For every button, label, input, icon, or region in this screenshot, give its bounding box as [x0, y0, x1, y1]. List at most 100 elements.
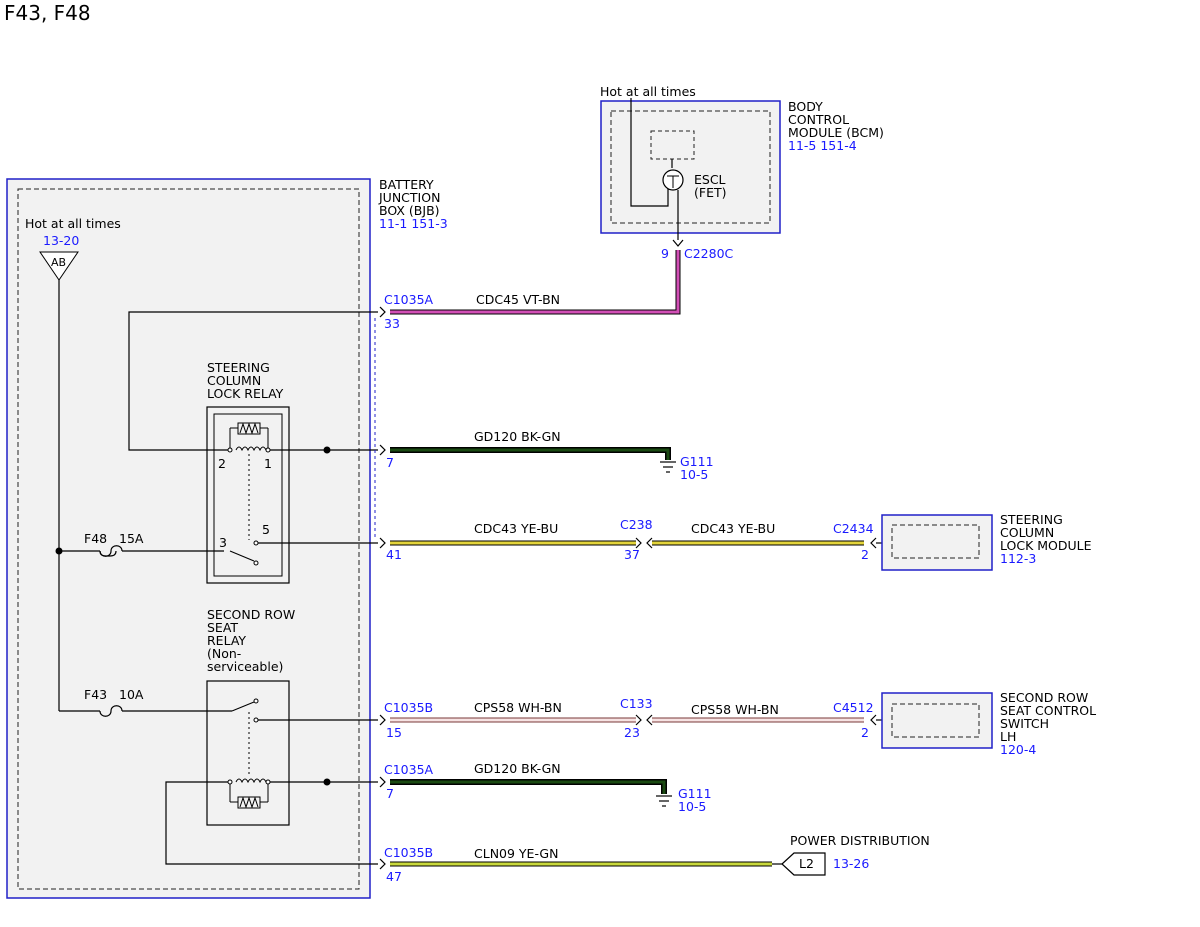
- cln09-connector: C1035B: [384, 845, 433, 860]
- relay-pin-node: [265, 447, 271, 453]
- connector-arrow-icon: [379, 306, 386, 318]
- svg-text:SEAT CONTROL: SEAT CONTROL: [1000, 703, 1096, 718]
- bjb-label: BATTERY JUNCTION BOX (BJB) 11-1 151-3: [378, 177, 448, 231]
- connector-c2280c: C2280C: [684, 246, 734, 261]
- power-distribution-label: POWER DISTRIBUTION: [790, 833, 930, 848]
- body-control-module[interactable]: [600, 100, 781, 234]
- cdc45-label: CDC45 VT-BN: [476, 292, 560, 307]
- connector-arrow-icon: [379, 776, 386, 788]
- svg-text:CONTROL: CONTROL: [788, 112, 849, 127]
- svg-text:(Non-: (Non-: [207, 646, 241, 661]
- gd120-top-pin: 7: [386, 455, 394, 470]
- splice-node: [55, 547, 63, 555]
- cln09-label: CLN09 YE-GN: [474, 846, 558, 861]
- svg-text:LOCK RELAY: LOCK RELAY: [207, 386, 284, 401]
- steering-column-lock-relay-label: STEERING COLUMN LOCK RELAY: [207, 360, 284, 401]
- bjb-hot-label: Hot at all times: [25, 216, 121, 231]
- gd120-bottom-connector: C1035A: [384, 762, 434, 777]
- connector-c238-pin: 37: [624, 547, 640, 562]
- steering-relay-coil-icon: [229, 422, 269, 562]
- connector-arrow-icon: [379, 537, 386, 549]
- second-row-seat-control-switch[interactable]: [881, 692, 993, 749]
- svg-text:AB: AB: [51, 256, 66, 269]
- relay-pin-5: 5: [262, 522, 270, 537]
- cln09-pin: 47: [386, 869, 402, 884]
- connector-c133: C133: [620, 696, 653, 711]
- svg-text:SECOND ROW: SECOND ROW: [1000, 690, 1088, 705]
- diagram-title: F43, F48: [4, 1, 91, 25]
- cps58-label-right: CPS58 WH-BN: [691, 702, 779, 717]
- relay-pin-3: 3: [219, 535, 227, 550]
- bcm-page-reference: 11-5 151-4: [788, 138, 857, 153]
- svg-text:L2: L2: [799, 856, 814, 871]
- svg-text:SWITCH: SWITCH: [1000, 716, 1049, 731]
- bjb-hot-reference: 13-20: [43, 233, 79, 248]
- cdc43-pin: 41: [386, 547, 402, 562]
- gd120-bottom-pin: 7: [386, 786, 394, 801]
- wire-cdc45[interactable]: [390, 250, 681, 315]
- steering-column-lock-module[interactable]: [881, 514, 993, 571]
- relay-pin-2: 2: [218, 456, 226, 471]
- relay-pin-node: [227, 447, 233, 453]
- svg-text:JUNCTION: JUNCTION: [378, 190, 440, 205]
- cdc43-label-left: CDC43 YE-BU: [474, 521, 558, 536]
- sclm-label: STEERING COLUMN LOCK MODULE 112-3: [1000, 512, 1092, 566]
- connector-c2280c-icon: [672, 239, 684, 247]
- connector-c4512: C4512: [833, 700, 874, 715]
- escl-label: ESCL: [694, 172, 726, 187]
- second-row-seat-relay[interactable]: [206, 680, 290, 826]
- ground-g111-icon: [656, 795, 672, 807]
- svg-text:LH: LH: [1000, 729, 1016, 744]
- svg-text:BOX (BJB): BOX (BJB): [379, 203, 440, 218]
- svg-text:SEAT: SEAT: [207, 620, 238, 635]
- ground-g111-top: G111: [680, 454, 714, 469]
- second-row-seat-relay-label: SECOND ROW SEAT RELAY (Non- serviceable): [207, 607, 295, 674]
- connector-arrow-icon: [870, 537, 877, 549]
- relay-pin-node: [253, 717, 259, 723]
- relay-pin-node: [253, 560, 259, 566]
- svg-text:BODY: BODY: [788, 99, 823, 114]
- fuse-f43-icon[interactable]: [99, 705, 123, 717]
- svg-text:RELAY: RELAY: [207, 633, 246, 648]
- wire-gd120-top[interactable]: [390, 447, 671, 460]
- connector-arrow-icon: [870, 714, 877, 726]
- svg-text:COLUMN: COLUMN: [207, 373, 261, 388]
- escl-fet-label: (FET): [694, 185, 726, 200]
- fuse-f48-rating: 15A: [119, 531, 144, 546]
- svg-text:MODULE (BCM): MODULE (BCM): [788, 125, 884, 140]
- connector-arrow-icon: [379, 444, 386, 456]
- ground-g111-bottom: G111: [678, 786, 712, 801]
- connector-c2280c-pin: 9: [661, 246, 669, 261]
- cps58-connector: C1035B: [384, 700, 433, 715]
- cdc43-label-right: CDC43 YE-BU: [691, 521, 775, 536]
- connector-arrow-icon: [635, 537, 642, 549]
- relay-pin-node: [265, 779, 271, 785]
- offpage-reference-l2-icon[interactable]: L2: [781, 852, 826, 876]
- connector-c238: C238: [620, 517, 653, 532]
- fuse-f48-name: F48: [84, 531, 107, 546]
- escl-fet-icon: [662, 169, 684, 191]
- connector-c133-pin: 23: [624, 725, 640, 740]
- fuse-f48-icon[interactable]: [99, 545, 123, 557]
- svg-text:STEERING: STEERING: [1000, 512, 1063, 527]
- seat-switch-page-reference: 120-4: [1000, 742, 1036, 757]
- ground-g111-top-reference: 10-5: [680, 467, 708, 482]
- splice-node: [323, 446, 331, 454]
- svg-text:STEERING: STEERING: [207, 360, 270, 375]
- seat-relay-coil-icon: [229, 701, 269, 809]
- gd120-bottom-label: GD120 BK-GN: [474, 761, 561, 776]
- svg-text:BATTERY: BATTERY: [379, 177, 434, 192]
- cdc45-pin: 33: [384, 316, 400, 331]
- wire-gd120-bottom[interactable]: [390, 779, 667, 794]
- svg-text:LOCK MODULE: LOCK MODULE: [1000, 538, 1092, 553]
- svg-text:serviceable): serviceable): [207, 659, 283, 674]
- connector-arrow-icon: [646, 714, 653, 726]
- svg-text:SECOND ROW: SECOND ROW: [207, 607, 295, 622]
- ground-g111-icon: [660, 461, 676, 473]
- splice-node: [323, 778, 331, 786]
- battery-junction-box[interactable]: [6, 178, 371, 899]
- steering-column-lock-relay[interactable]: [206, 406, 290, 584]
- connector-arrow-icon: [646, 537, 653, 549]
- connector-c2434-pin: 2: [861, 547, 869, 562]
- bjb-page-reference: 11-1 151-3: [379, 216, 448, 231]
